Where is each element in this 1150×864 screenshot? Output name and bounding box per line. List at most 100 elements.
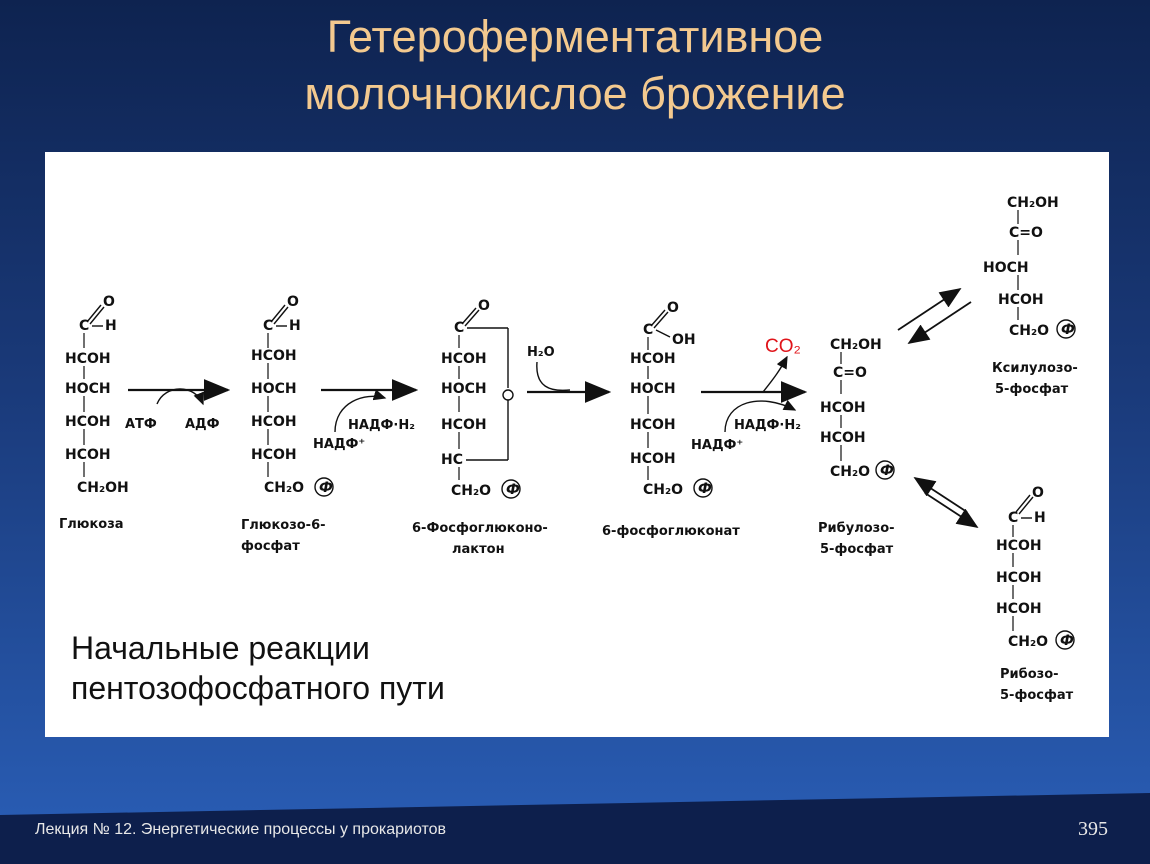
label-g6p-line1: Глюкозо-6- (241, 518, 326, 533)
nadp-curve-2 (724, 399, 797, 433)
footer-lecture-title: Лекция № 12. Энергетические процессы у п… (35, 821, 447, 838)
label-nadp-2: НАДФ⁺ (691, 438, 743, 453)
gluconate-oh: OH (672, 332, 696, 348)
label-ribulose-line2: 5-фосфат (820, 542, 894, 557)
glucose-c3: HOCH (65, 381, 111, 397)
label-glucose: Глюкоза (59, 517, 124, 532)
ribulose-5-phosphate-structure: CH₂OH C=O HCOH HCOH CH₂O Ф (820, 337, 895, 480)
nadp-curve-1 (334, 389, 387, 433)
gluconate-c3: HOCH (630, 381, 676, 397)
g6p-h1: H (289, 318, 301, 334)
label-nadp-1: НАДФ⁺ (313, 437, 365, 452)
glucose-structure: O C H HCOH HOCH HCOH HCOH CH₂OH (65, 294, 129, 496)
glucose-c6: CH₂OH (77, 480, 129, 496)
phosphogluconate-structure: O C OH HCOH HOCH HCOH HCOH CH₂O Ф (630, 300, 713, 498)
ribulose-c4: HCOH (820, 430, 866, 446)
label-atp: АТФ (125, 417, 157, 432)
label-xylulose-line1: Ксилулозо- (992, 361, 1078, 376)
xylulose-c3: HOCH (983, 260, 1029, 276)
gluconate-c1: C (643, 322, 653, 338)
label-xylulose-line2: 5-фосфат (995, 382, 1069, 397)
label-adp: АДФ (185, 417, 220, 432)
lactone-c2: HCOH (441, 351, 487, 367)
ribose-c1: C (1008, 510, 1018, 526)
ribulose-c3: HCOH (820, 400, 866, 416)
gluconate-o: O (667, 300, 679, 316)
g6p-c3: HOCH (251, 381, 297, 397)
phosphate-circle-icon (875, 460, 895, 480)
slide-title: Гетероферментативное молочнокислое броже… (0, 8, 1150, 122)
glucose-c5: HCOH (65, 447, 111, 463)
gluconate-c4: HCOH (630, 417, 676, 433)
xylulose-c5: CH₂O (1009, 323, 1049, 339)
label-ribulose-line1: Рибулозо- (818, 521, 895, 536)
glucose-o: O (103, 294, 115, 310)
lactone-o: O (478, 298, 490, 314)
phosphate-circle-icon (693, 478, 713, 498)
page-number: 395 (1078, 818, 1108, 840)
lactone-c5: HC (441, 452, 463, 468)
ribulose-c1: CH₂OH (830, 337, 882, 353)
g6p-o: O (287, 294, 299, 310)
label-ribose-line1: Рибозо- (1000, 667, 1059, 682)
ring-oxygen-icon (502, 389, 514, 401)
g6p-phosphate: Ф (319, 480, 333, 496)
phosphate-circle-icon (1056, 319, 1076, 339)
g6p-c2: HCOH (251, 348, 297, 364)
water-curve (536, 361, 571, 392)
label-water: H₂O (527, 345, 555, 360)
ribulose-c2: C=O (833, 365, 867, 381)
lactone-c1: C (454, 320, 464, 336)
ribose-c2: HCOH (996, 538, 1042, 554)
label-g6p-line2: фосфат (241, 539, 300, 554)
phosphate-circle-icon (501, 479, 521, 499)
lactone-c4: HCOH (441, 417, 487, 433)
equilibrium-arrow-down-reverse (913, 477, 968, 513)
equilibrium-arrow-down (924, 492, 979, 528)
label-lactone-line1: 6-Фосфоглюконо- (412, 521, 548, 536)
equilibrium-arrow-up-reverse (907, 301, 972, 344)
lactone-c6: CH₂O (451, 483, 491, 499)
xylulose-c1: CH₂OH (1007, 195, 1059, 211)
diagram-caption: Начальные реакции пентозофосфатного пути (71, 628, 445, 708)
pathway-diagram: O C H HCOH HOCH HCOH HCOH CH₂OH Глюкоза … (59, 195, 1078, 703)
diagram-panel: O C H HCOH HOCH HCOH HCOH CH₂OH Глюкоза … (45, 152, 1109, 737)
ribose-c4: HCOH (996, 601, 1042, 617)
label-ribose-line2: 5-фосфат (1000, 688, 1074, 703)
label-nadph-2: НАДФ·Н₂ (734, 418, 801, 433)
ribose-h1: H (1034, 510, 1046, 526)
lactone-c3: HOCH (441, 381, 487, 397)
title-line-2: молочнокислое брожение (304, 68, 846, 119)
phosphate-circle-icon (1055, 630, 1075, 650)
glucose-c4: HCOH (65, 414, 111, 430)
co2-curve (762, 355, 788, 393)
phosphate-circle-icon (314, 477, 334, 497)
gluconate-phosphate: Ф (698, 481, 712, 497)
ribose-5-phosphate-structure: O C H HCOH HCOH HCOH CH₂O Ф (996, 485, 1075, 650)
gluconate-c6: CH₂O (643, 482, 683, 498)
label-co2: CO₂ (765, 336, 801, 357)
label-lactone-line2: лактон (452, 542, 505, 557)
g6p-c6: CH₂O (264, 480, 304, 496)
glucose-c1: C (79, 318, 89, 334)
g6p-c4: HCOH (251, 414, 297, 430)
ribulose-phosphate: Ф (880, 463, 894, 479)
g6p-c5: HCOH (251, 447, 297, 463)
xylulose-phosphate: Ф (1061, 322, 1075, 338)
xylulose-5-phosphate-structure: CH₂OH C=O HOCH HCOH CH₂O Ф (983, 195, 1076, 339)
phosphoglucono-lactone-structure: O C HCOH HOCH HCOH HC CH₂O Ф (441, 298, 521, 499)
atp-adp-curve (156, 388, 205, 406)
gluconate-c5: HCOH (630, 451, 676, 467)
equilibrium-arrow-up (897, 288, 962, 331)
glucose-c2: HCOH (65, 351, 111, 367)
gluconate-c2: HCOH (630, 351, 676, 367)
ribulose-c5: CH₂O (830, 464, 870, 480)
label-nadph-1: НАДФ·Н₂ (348, 418, 415, 433)
glucose-h1: H (105, 318, 117, 334)
glucose-6-phosphate-structure: O C H HCOH HOCH HCOH HCOH CH₂O Ф (251, 294, 334, 497)
xylulose-c4: HCOH (998, 292, 1044, 308)
ribose-c3: HCOH (996, 570, 1042, 586)
xylulose-c2: C=O (1009, 225, 1043, 241)
caption-line-2: пентозофосфатного пути (71, 670, 445, 706)
g6p-c1: C (263, 318, 273, 334)
